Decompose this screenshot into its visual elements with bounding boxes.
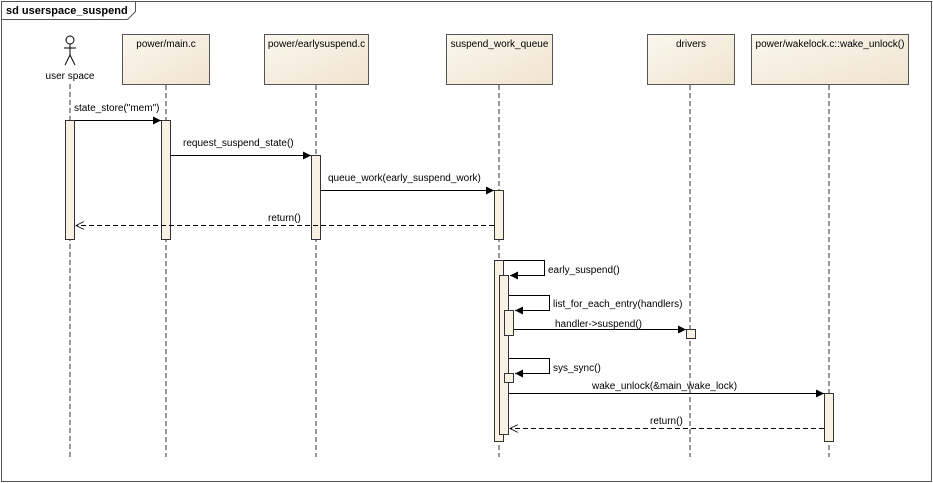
activation-sys-sync [504,373,514,383]
actor-user-space [64,35,76,66]
lifeline-header-drivers: drivers [647,34,735,85]
message-label-state-store: state_store("mem") [74,103,159,114]
message-early-suspend: early_suspend() [504,260,620,280]
activation-work-queue-1 [494,190,504,240]
message-label-wake-unlock: wake_unlock(&main_wake_lock) [591,381,737,392]
activation-wakelock [824,393,834,442]
activation-drivers [686,329,696,339]
header-label-suspend-work-queue: suspend_work_queue [451,39,549,50]
message-label-request-suspend-state: request_suspend_state() [183,138,294,149]
message-label-handler-suspend: handler->suspend() [555,319,642,330]
actor-label: user space [46,71,95,82]
message-label-early-suspend: early_suspend() [548,265,620,276]
message-wake-unlock: wake_unlock(&main_wake_lock) [509,381,824,398]
lifeline-header-main: power/main.c [122,34,210,85]
message-sys-sync: sys_sync() [509,358,601,378]
message-label-queue-work: queue_work(early_suspend_work) [328,173,481,184]
header-label-drivers: drivers [676,39,706,50]
message-list-for-each-entry: list_for_each_entry(handlers) [509,295,683,315]
activation-early-suspend [499,275,509,435]
message-label-sys-sync: sys_sync() [553,363,601,374]
message-handler-suspend: handler->suspend() [514,319,686,334]
header-label-earlysuspend: power/earlysuspend.c [268,39,365,50]
activation-list-for-each [504,310,514,336]
message-label-return-2: return() [650,416,683,427]
message-state-store: state_store("mem") [74,103,161,125]
frame-title: sd userspace_suspend [6,5,128,17]
lifeline-header-suspend-work-queue: suspend_work_queue [446,34,553,85]
message-queue-work: queue_work(early_suspend_work) [321,173,494,195]
activations [65,120,834,442]
lifeline-header-wakelock: power/wakelock.c::wake_unlock() [751,34,909,85]
lifeline-header-earlysuspend: power/earlysuspend.c [264,34,369,85]
message-label-list-for-each-entry: list_for_each_entry(handlers) [553,299,683,310]
message-label-return-1: return() [268,213,301,224]
activation-earlysuspend [311,155,321,240]
header-label-main: power/main.c [136,39,195,50]
frame-title-tab [1,1,136,20]
message-return-1: return() [76,213,494,226]
activation-main [161,120,171,240]
header-label-wakelock: power/wakelock.c::wake_unlock() [756,39,905,50]
message-return-2: return() [510,416,824,429]
activation-user-space [65,120,75,240]
message-request-suspend-state: request_suspend_state() [171,138,311,160]
